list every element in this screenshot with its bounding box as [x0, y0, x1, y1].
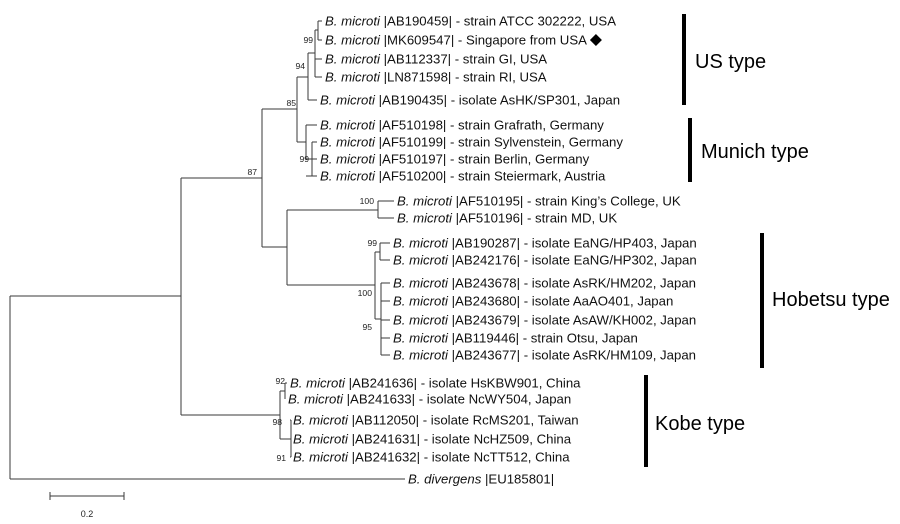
taxon-species: B. microti	[293, 413, 349, 428]
taxon-label: B. microti |AB112337| - strain GI, USA	[325, 52, 547, 67]
taxon-accession: |AF510195| - strain King’s College, UK	[452, 194, 681, 209]
taxon-accession: |AB241631| - isolate NcHZ509, China	[348, 432, 572, 447]
taxon-species: B. microti	[320, 93, 376, 108]
bootstrap-value: 99	[367, 238, 377, 248]
taxon-label: B. divergens |EU185801|	[408, 472, 554, 487]
diamond-marker-icon	[589, 34, 602, 46]
bootstrap-value: 92	[275, 376, 285, 386]
taxon-labels: B. microti |AB190459| - strain ATCC 3022…	[288, 14, 697, 487]
taxon-species: B. microti	[325, 70, 381, 85]
group-label: US type	[695, 51, 766, 73]
taxon-species: B. divergens	[408, 472, 482, 487]
taxon-accession: |AF510196| - strain MD, UK	[452, 211, 617, 226]
taxon-species: B. microti	[393, 313, 449, 328]
taxon-label: B. microti |AB241632| - isolate NcTT512,…	[293, 450, 570, 465]
taxon-accession: |AB243677| - isolate AsRK/HM109, Japan	[448, 348, 696, 363]
taxon-accession: |EU185801|	[481, 472, 554, 487]
taxon-species: B. microti	[393, 331, 449, 346]
bootstrap-value: 85	[286, 98, 296, 108]
taxon-label: B. microti |LN871598| - strain RI, USA	[325, 70, 547, 85]
taxon-accession: |LN871598| - strain RI, USA	[380, 70, 547, 85]
taxon-accession: |AB241632| - isolate NcTT512, China	[348, 450, 570, 465]
taxon-label: B. microti |AB243680| - isolate AaAO401,…	[393, 294, 673, 309]
bootstrap-value: 100	[360, 196, 375, 206]
bootstrap-value: 87	[247, 167, 257, 177]
taxon-accession: |AF510198| - strain Grafrath, Germany	[375, 118, 604, 133]
bootstrap-value: 94	[295, 61, 305, 71]
bootstrap-value: 99	[299, 154, 309, 164]
taxon-accession: |AB190459| - strain ATCC 302222, USA	[380, 14, 616, 29]
taxon-species: B. microti	[320, 118, 376, 133]
taxon-species: B. microti	[320, 169, 376, 184]
group-label: Munich type	[701, 141, 809, 163]
taxon-species: B. microti	[393, 348, 449, 363]
tree-branches	[9, 20, 405, 480]
taxon-accession: |AB243680| - isolate AaAO401, Japan	[448, 294, 673, 309]
taxon-label: B. microti |AB243677| - isolate AsRK/HM1…	[393, 348, 696, 363]
taxon-accession: |AB243679| - isolate AsAW/KH002, Japan	[448, 313, 696, 328]
taxon-species: B. microti	[393, 276, 449, 291]
taxon-accession: |AF510199| - strain Sylvenstein, Germany	[375, 135, 623, 150]
taxon-label: B. microti |AB241631| - isolate NcHZ509,…	[293, 432, 572, 447]
taxon-label: B. microti |MK609547| - Singapore from U…	[325, 33, 587, 48]
taxon-species: B. microti	[393, 253, 449, 268]
taxon-accession: |AB242176| - isolate EaNG/HP302, Japan	[448, 253, 697, 268]
taxon-species: B. microti	[325, 14, 381, 29]
taxon-label: B. microti |AF510199| - strain Sylvenste…	[320, 135, 623, 150]
taxon-label: B. microti |AB190435| - isolate AsHK/SP3…	[320, 93, 620, 108]
taxon-species: B. microti	[397, 211, 453, 226]
taxon-accession: |AB119446| - strain Otsu, Japan	[448, 331, 638, 346]
taxon-species: B. microti	[320, 135, 376, 150]
bootstrap-value: 98	[272, 417, 282, 427]
taxon-species: B. microti	[393, 294, 449, 309]
taxon-accession: |AB241636| - isolate HsKBW901, China	[345, 376, 581, 391]
taxon-accession: |AB243678| - isolate AsRK/HM202, Japan	[448, 276, 696, 291]
taxon-accession: |MK609547| - Singapore from USA	[380, 33, 587, 48]
bootstrap-value: 100	[358, 288, 373, 298]
taxon-label: B. microti |AB243678| - isolate AsRK/HM2…	[393, 276, 696, 291]
bootstrap-value: 95	[362, 322, 372, 332]
taxon-species: B. microti	[393, 236, 449, 251]
taxon-species: B. microti	[293, 432, 349, 447]
taxon-species: B. microti	[320, 152, 376, 167]
taxon-species: B. microti	[397, 194, 453, 209]
taxon-label: B. microti |AF510197| - strain Berlin, G…	[320, 152, 590, 167]
taxon-label: B. microti |AB242176| - isolate EaNG/HP3…	[393, 253, 697, 268]
taxon-label: B. microti |AB190459| - strain ATCC 3022…	[325, 14, 616, 29]
taxon-label: B. microti |AB190287| - isolate EaNG/HP4…	[393, 236, 697, 251]
taxon-label: B. microti |AB119446| - strain Otsu, Jap…	[393, 331, 638, 346]
scale-bar: 0.2	[49, 492, 125, 519]
bootstrap-value: 99	[303, 35, 313, 45]
taxon-accession: |AB190435| - isolate AsHK/SP301, Japan	[375, 93, 620, 108]
group-label: Kobe type	[655, 413, 745, 435]
bootstrap-value: 91	[276, 453, 286, 463]
taxon-species: B. microti	[288, 392, 344, 407]
bootstrap-values: 99 94 85 99 87 100 99 100 95 92 98 91	[247, 35, 377, 463]
taxon-label: B. microti |AB241633| - isolate NcWY504,…	[288, 392, 571, 407]
taxon-label: B. microti |AB241636| - isolate HsKBW901…	[290, 376, 581, 391]
taxon-accession: |AB112050| - isolate RcMS201, Taiwan	[348, 413, 579, 428]
taxon-accession: |AB190287| - isolate EaNG/HP403, Japan	[448, 236, 697, 251]
taxon-label: B. microti |AF510198| - strain Grafrath,…	[320, 118, 604, 133]
taxon-label: B. microti |AB112050| - isolate RcMS201,…	[293, 413, 579, 428]
taxon-species: B. microti	[293, 450, 349, 465]
taxon-accession: |AF510200| - strain Steiermark, Austria	[375, 169, 606, 184]
taxon-species: B. microti	[325, 52, 381, 67]
taxon-species: B. microti	[325, 33, 381, 48]
taxon-accession: |AB112337| - strain GI, USA	[380, 52, 547, 67]
taxon-species: B. microti	[290, 376, 346, 391]
taxon-accession: |AF510197| - strain Berlin, Germany	[375, 152, 590, 167]
taxon-accession: |AB241633| - isolate NcWY504, Japan	[343, 392, 571, 407]
taxon-label: B. microti |AF510196| - strain MD, UK	[397, 211, 617, 226]
taxon-label: B. microti |AF510200| - strain Steiermar…	[320, 169, 606, 184]
group-label: Hobetsu type	[772, 289, 890, 311]
taxon-label: B. microti |AB243679| - isolate AsAW/KH0…	[393, 313, 696, 328]
scale-bar-label: 0.2	[81, 509, 94, 519]
taxon-label: B. microti |AF510195| - strain King’s Co…	[397, 194, 681, 209]
